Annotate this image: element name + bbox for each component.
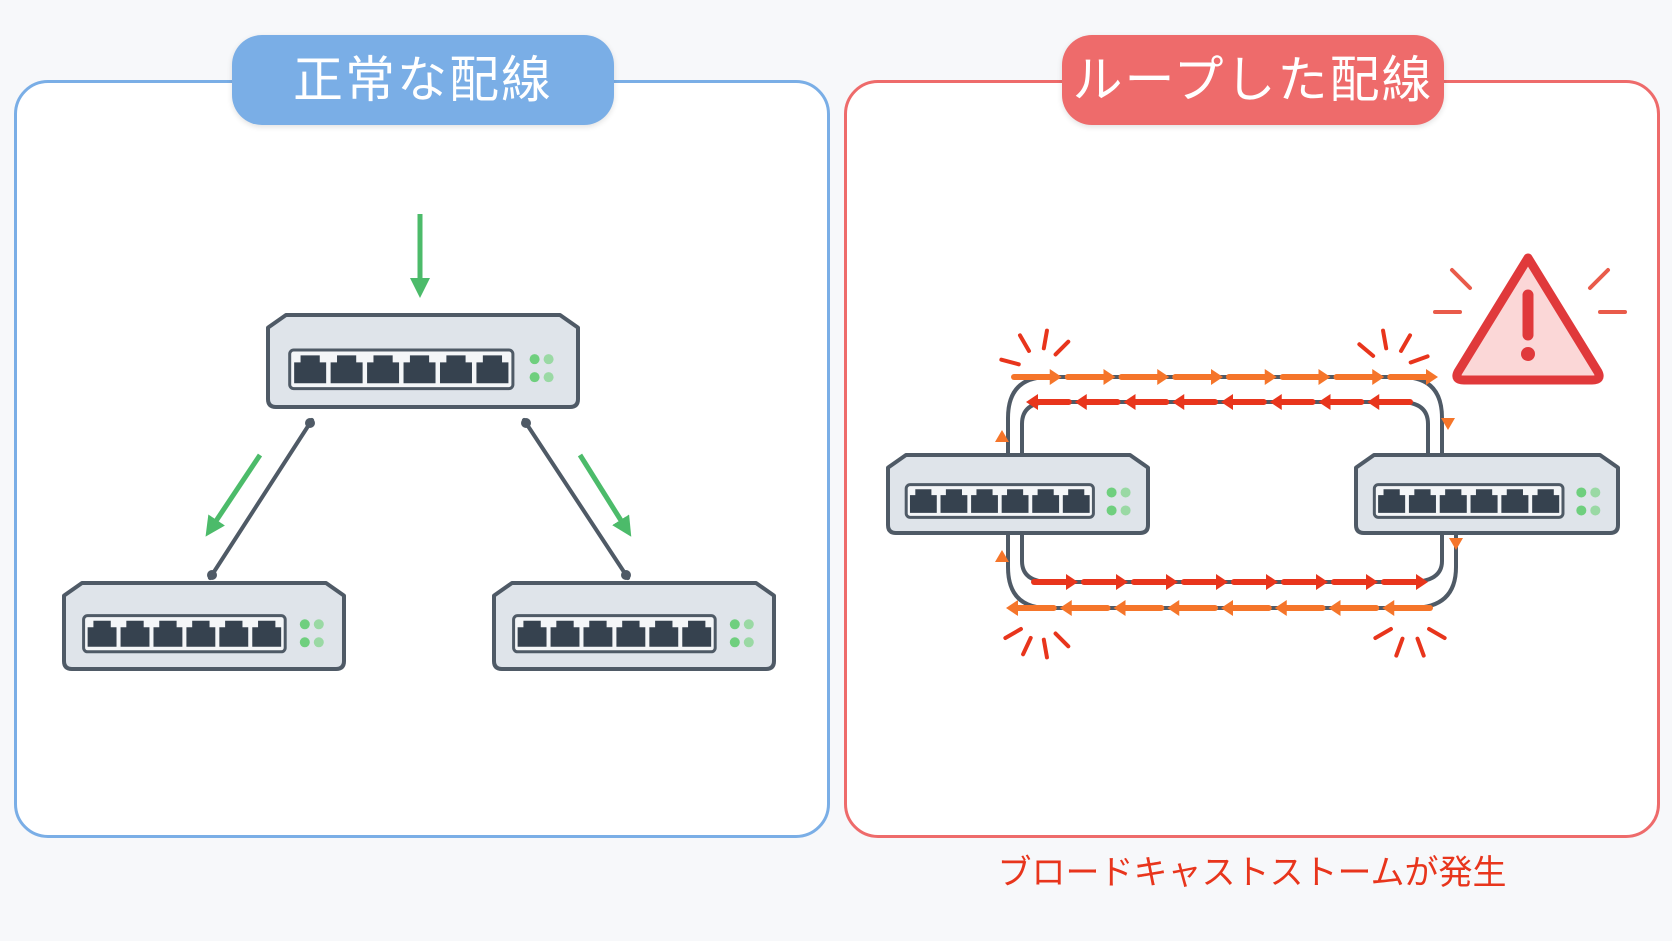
storm-arrow-icon bbox=[1281, 574, 1328, 590]
storm-arrow-icon bbox=[1331, 574, 1378, 590]
switch-port bbox=[1378, 489, 1406, 513]
switch-port bbox=[403, 355, 436, 384]
storm-arrow-icon bbox=[995, 550, 1009, 562]
storm-arrow-icon bbox=[1118, 369, 1170, 385]
switch-port bbox=[1501, 489, 1529, 513]
storm-arrow-icon bbox=[1221, 394, 1267, 410]
storm-arrow-icon bbox=[995, 430, 1009, 442]
storm-arrow-icon bbox=[1367, 394, 1413, 410]
switch-port bbox=[153, 620, 183, 647]
storm-arrow-icon bbox=[1031, 574, 1078, 590]
normal-flow-arrows bbox=[205, 214, 632, 537]
switch-port bbox=[367, 355, 400, 384]
loop-wiring-title: ループした配線 bbox=[1062, 35, 1444, 125]
storm-arrow-icon bbox=[1113, 600, 1165, 616]
switch-port bbox=[186, 620, 216, 647]
spark-icon bbox=[1003, 627, 1071, 660]
storm-arrows bbox=[995, 369, 1463, 616]
loop-cable-top-outer bbox=[1006, 375, 1444, 455]
flow-arrow-icon bbox=[205, 453, 263, 537]
switches-layer bbox=[62, 313, 1620, 671]
network-switch-icon bbox=[62, 581, 346, 671]
storm-arrow-icon bbox=[1011, 369, 1062, 385]
storm-arrow-icon bbox=[1123, 394, 1170, 410]
switch-port bbox=[909, 489, 937, 513]
storm-arrow-icon bbox=[1328, 600, 1380, 616]
storm-arrow-icon bbox=[1181, 574, 1228, 590]
switch-port bbox=[940, 489, 968, 513]
storm-arrow-icon bbox=[1059, 600, 1111, 616]
warning-icon bbox=[1433, 253, 1627, 385]
switch-port bbox=[1439, 489, 1467, 513]
network-switch-icon bbox=[886, 453, 1150, 535]
storm-arrow-icon bbox=[1221, 600, 1272, 616]
storm-arrow-icon bbox=[1074, 394, 1121, 410]
storm-arrow-icon bbox=[1026, 394, 1072, 410]
network-switch-icon bbox=[1354, 453, 1620, 535]
spark-icon bbox=[1373, 627, 1447, 658]
storm-arrow-icon bbox=[1167, 600, 1218, 616]
storm-arrow-icon bbox=[1333, 369, 1385, 385]
storm-arrow-icon bbox=[1381, 574, 1428, 590]
normal-cables bbox=[207, 418, 631, 580]
cable-connector bbox=[521, 418, 531, 428]
storm-arrow-icon bbox=[1006, 600, 1057, 616]
storm-arrow-icon bbox=[1269, 394, 1316, 410]
switch-port bbox=[517, 620, 547, 647]
storm-arrow-icon bbox=[1231, 574, 1278, 590]
storm-arrow-icon bbox=[1387, 369, 1438, 385]
switch-port bbox=[550, 620, 580, 647]
loop-cable-bottom-inner bbox=[1020, 530, 1444, 584]
switch-port bbox=[87, 620, 117, 647]
switch-port bbox=[252, 620, 282, 647]
loop-cable-top-inner bbox=[1020, 400, 1430, 455]
loop-cable-bottom-outer bbox=[1006, 530, 1458, 610]
cable-left bbox=[208, 418, 314, 580]
flow-arrow-icon bbox=[577, 453, 632, 537]
switch-port bbox=[294, 355, 327, 384]
normal-wiring-panel bbox=[14, 80, 830, 838]
storm-arrow-icon bbox=[1064, 369, 1116, 385]
switch-port bbox=[1408, 489, 1436, 513]
storm-arrow-icon bbox=[1081, 574, 1128, 590]
storm-arrow-icon bbox=[1318, 394, 1365, 410]
switch-port bbox=[219, 620, 249, 647]
switch-port bbox=[439, 355, 472, 384]
storm-arrow-icon bbox=[1449, 538, 1463, 550]
cable-connector bbox=[621, 570, 631, 580]
network-switch-icon bbox=[266, 313, 580, 409]
storm-arrow-icon bbox=[1131, 574, 1178, 590]
switch-port bbox=[616, 620, 646, 647]
cable-connector bbox=[207, 570, 217, 580]
spark-icon bbox=[1357, 328, 1430, 365]
switch-port bbox=[330, 355, 363, 384]
switch-port bbox=[1001, 489, 1029, 513]
switch-port bbox=[649, 620, 679, 647]
switch-port bbox=[1032, 489, 1060, 513]
switch-port bbox=[682, 620, 712, 647]
broadcast-storm-caption: ブロードキャストストームが発生 bbox=[997, 853, 1507, 893]
storm-arrow-icon bbox=[1382, 600, 1433, 616]
switch-port bbox=[1532, 489, 1560, 513]
storm-arrow-icon bbox=[1226, 369, 1277, 385]
cable-right bbox=[522, 418, 630, 580]
spark-icon bbox=[999, 328, 1071, 367]
switch-port bbox=[1470, 489, 1498, 513]
storm-arrow-icon bbox=[1441, 418, 1455, 430]
storm-arrow-icon bbox=[1172, 369, 1223, 385]
normal-wiring-title: 正常な配線 bbox=[232, 35, 614, 125]
storm-arrow-icon bbox=[1279, 369, 1331, 385]
switch-port bbox=[583, 620, 613, 647]
cable-connector bbox=[305, 418, 315, 428]
switch-port bbox=[120, 620, 150, 647]
storm-arrow-icon bbox=[1274, 600, 1326, 616]
switch-port bbox=[971, 489, 998, 513]
switch-port bbox=[476, 355, 509, 384]
network-switch-icon bbox=[492, 581, 776, 671]
storm-bursts bbox=[999, 328, 1447, 660]
switch-port bbox=[1062, 489, 1090, 513]
storm-arrow-icon bbox=[1172, 394, 1218, 410]
